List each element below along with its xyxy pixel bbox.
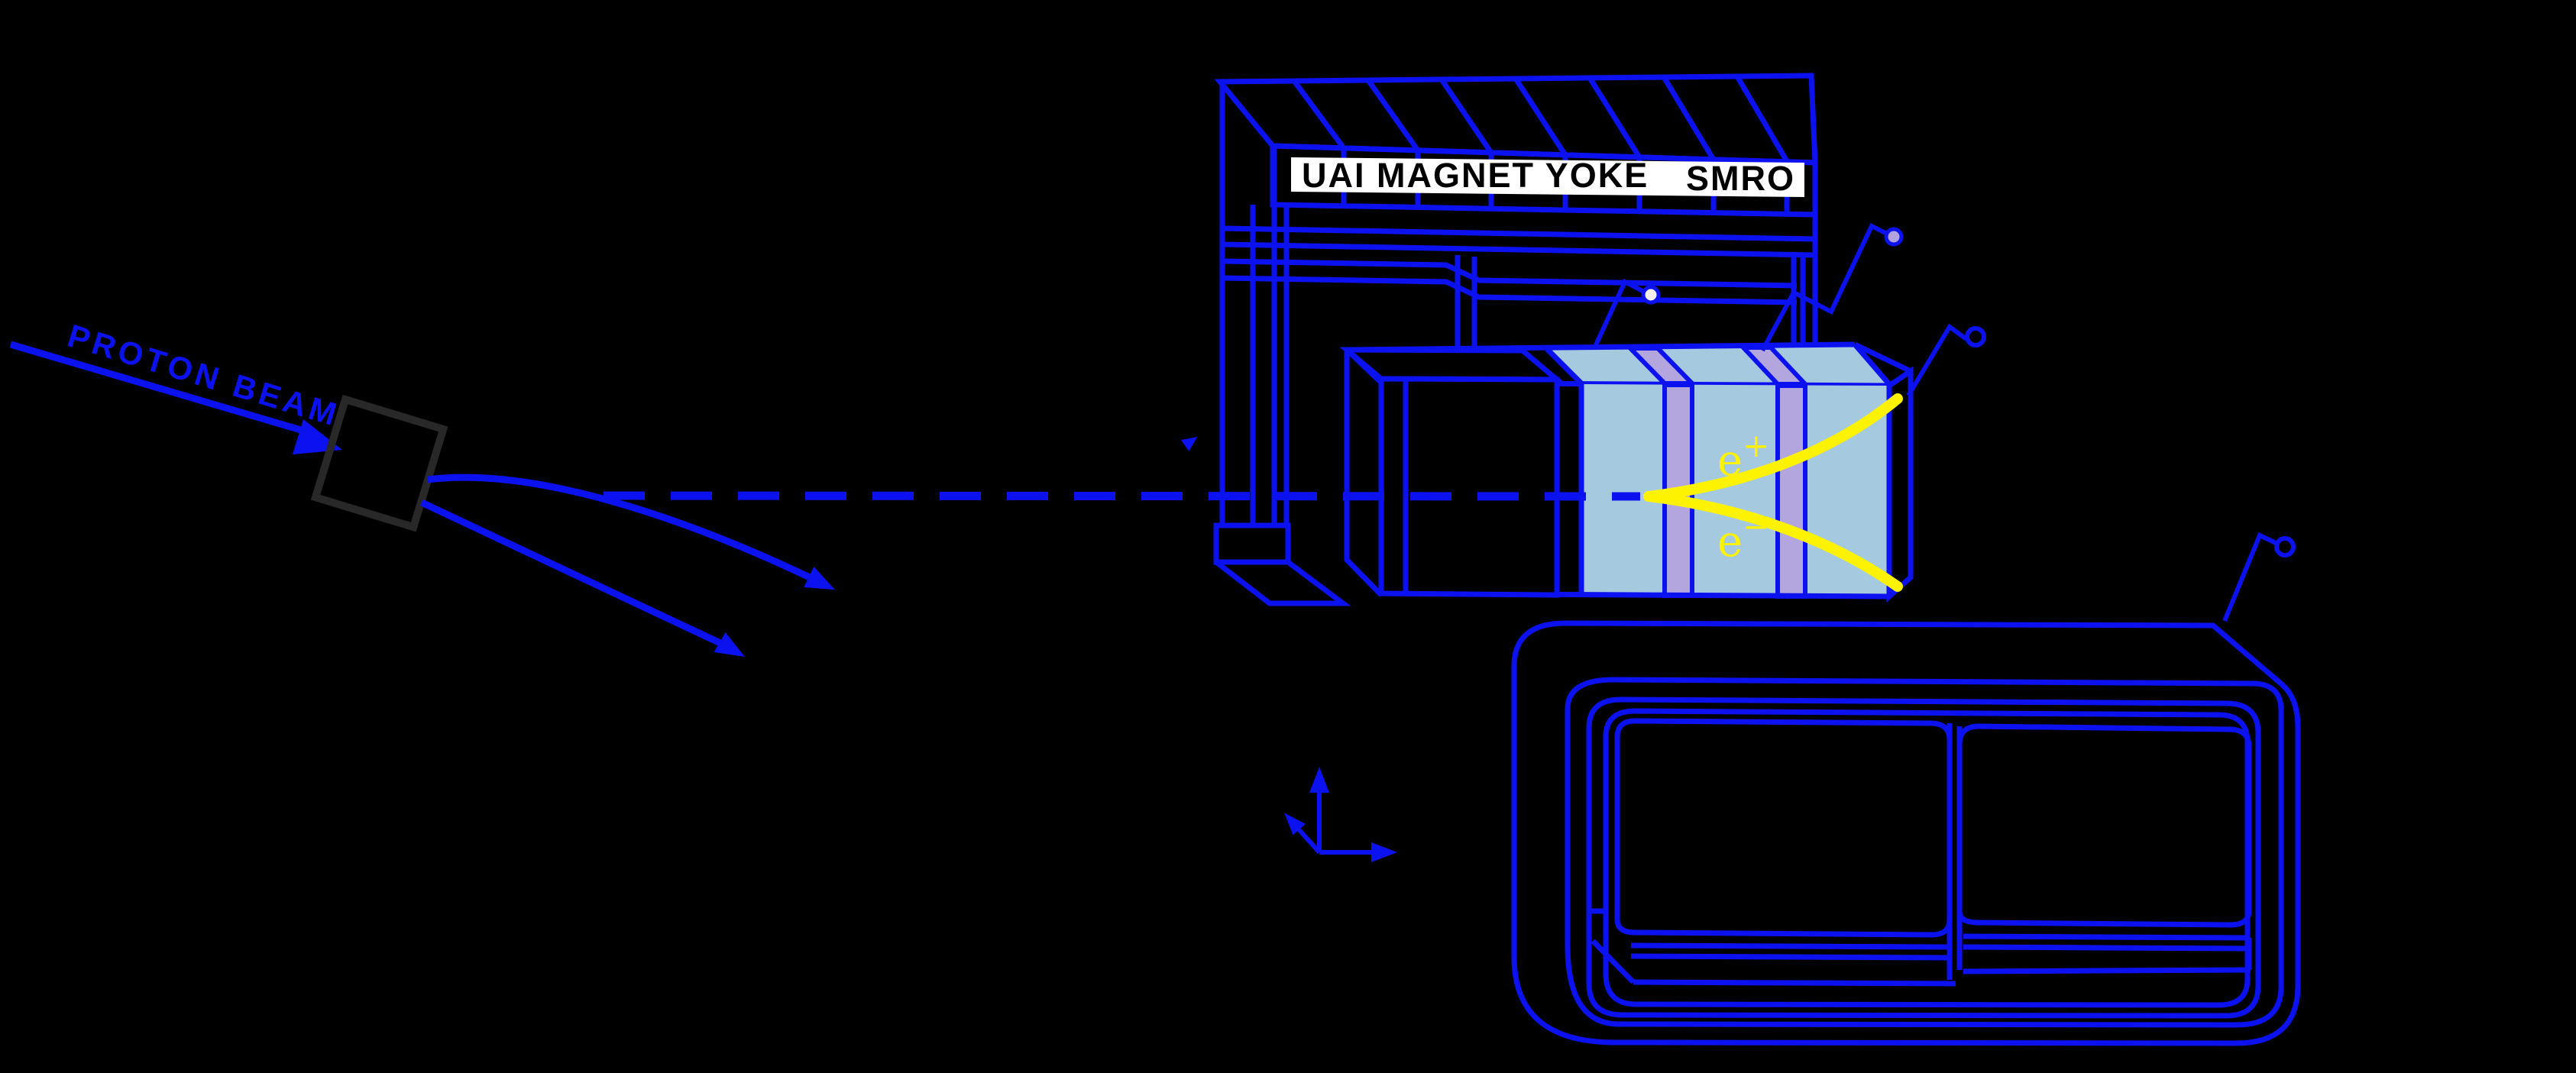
detector-leader — [2222, 532, 2277, 622]
detector-window-right — [1956, 723, 2252, 928]
white-dot-leader — [1592, 278, 1646, 350]
secondary-track-2 — [420, 499, 723, 648]
calorimeter-right-edge — [1853, 341, 1912, 374]
smro-label: SMRO — [1686, 159, 1795, 198]
detector-window-left — [1614, 718, 1953, 938]
secondary-track-1 — [427, 473, 813, 582]
muon-detector — [1511, 532, 2301, 1046]
white-dot-icon — [1641, 285, 1661, 305]
proton-beam-line — [9, 341, 310, 436]
front-box-left — [1344, 350, 1409, 597]
track-marker-leader — [1906, 323, 1968, 397]
axis-x-arrowhead — [1371, 842, 1397, 862]
coordinate-axes — [1284, 767, 1397, 862]
front-box-face — [1378, 376, 1560, 598]
electron-label: e− — [1717, 508, 1769, 567]
detector-open-circle-icon — [2274, 536, 2296, 558]
axis-y-arrowhead — [1309, 767, 1329, 793]
electron-positron-tracks: e+ e− — [1643, 393, 1903, 592]
yoke-left-column — [1213, 84, 1351, 606]
magnet-yoke: UAI MAGNET YOKE SMRO — [1213, 73, 1818, 606]
detector-tray — [1589, 723, 2252, 987]
leader-markers — [1592, 222, 1986, 397]
purple-dot-icon — [1884, 227, 1904, 247]
secondary-track-2-arrowhead — [714, 632, 745, 657]
yoke-rails — [1223, 225, 1816, 305]
electron-track — [1643, 491, 1903, 592]
secondary-track-1-arrowhead — [804, 567, 835, 590]
detector-frame-outer — [1586, 696, 2261, 1019]
positron-label: e+ — [1717, 427, 1769, 486]
detector-frame-inner — [1603, 708, 2251, 1008]
front-black-box — [1339, 347, 1565, 598]
calorimeter-top-lightblue — [1547, 344, 1889, 384]
positron-track — [1643, 393, 1903, 502]
small-tick-icon — [1180, 436, 1198, 451]
converter-stripe-front-2 — [1775, 383, 1807, 599]
detector-shell-inner — [1565, 677, 2284, 1028]
yoke-top-ribs — [1292, 75, 1790, 163]
purple-dot-leader — [1760, 222, 1888, 352]
yoke-inner-frame — [1455, 163, 1818, 382]
front-box-top — [1339, 347, 1565, 383]
yoke-label: UAI MAGNET YOKE — [1302, 156, 1649, 195]
open-circle-icon — [1965, 326, 1986, 347]
detector-outer-shell — [1511, 620, 2301, 1046]
axis-z-arrowhead — [1284, 813, 1306, 835]
yoke-label-band — [1291, 157, 1804, 197]
calorimeter-right-face — [1886, 366, 1914, 603]
